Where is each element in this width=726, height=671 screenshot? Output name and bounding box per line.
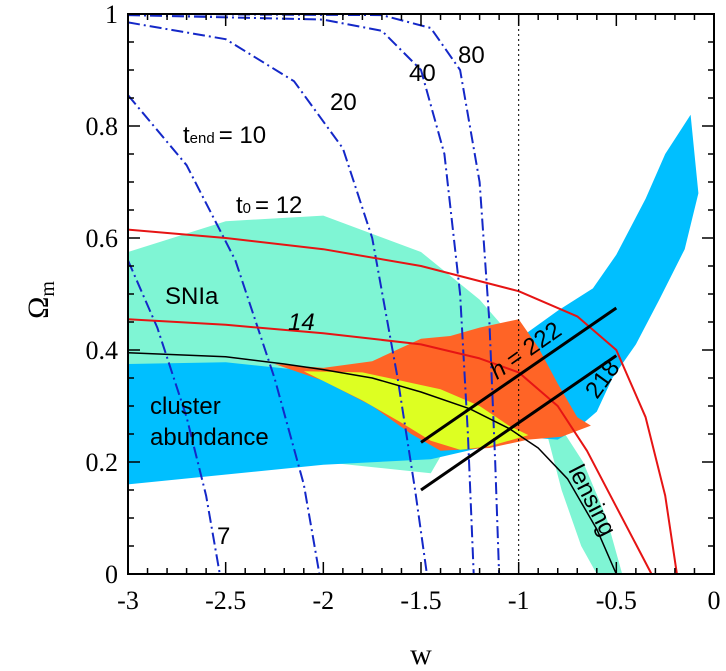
x-tick-label: -1.5 xyxy=(400,586,441,615)
y-tick-label: 1 xyxy=(105,0,118,29)
x-tick-label: -2.5 xyxy=(205,586,246,615)
x-tick-label: -1 xyxy=(508,586,530,615)
y-axis-label: Ωm xyxy=(22,281,59,319)
y-tick-label: 0 xyxy=(105,560,118,589)
label-tend-7: 7 xyxy=(217,523,230,550)
curve-tend-7 xyxy=(128,260,221,574)
label-tend-10: tend= 10 xyxy=(183,122,266,149)
label-t0-14: 14 xyxy=(288,309,315,336)
curve-t0-14 xyxy=(128,318,653,574)
curves xyxy=(128,14,678,574)
curve-lensing-lensing xyxy=(128,352,617,574)
label-tend-40: 40 xyxy=(409,60,436,87)
svg-text:Ωm: Ωm xyxy=(22,281,59,319)
y-tick-label: 0.6 xyxy=(86,224,119,253)
curve-tend-10 xyxy=(128,94,321,574)
shaded-regions xyxy=(128,114,699,574)
curve-h-218 xyxy=(420,354,618,492)
curve-tend-20 xyxy=(128,21,428,574)
y-tick-label: 0.4 xyxy=(86,336,119,365)
x-tick-label: 0 xyxy=(708,586,721,615)
y-tick-label: 0.2 xyxy=(86,448,119,477)
label-t0-12: t0= 12 xyxy=(236,192,302,219)
region-yellow xyxy=(303,371,529,450)
label-cluster: cluster xyxy=(150,393,221,420)
x-tick-label: -0.5 xyxy=(596,586,637,615)
label-abundance: abundance xyxy=(150,424,269,451)
label-snia: SNIa xyxy=(165,283,219,310)
region-orange xyxy=(274,319,591,451)
curve-t0-12 xyxy=(128,228,678,574)
x-axis-label: w xyxy=(410,638,432,671)
label-tend-20: 20 xyxy=(330,89,357,116)
x-tick-label: -3 xyxy=(117,586,139,615)
axis-ticks: -3 -2.5 -2 -1.5 -1 -0.5 0 0 0.2 0.4 0.6 0.8 1 xyxy=(86,0,721,615)
y-tick-label: 0.8 xyxy=(86,112,119,141)
label-tend-80: 80 xyxy=(458,42,485,69)
x-tick-label: -2 xyxy=(312,586,334,615)
